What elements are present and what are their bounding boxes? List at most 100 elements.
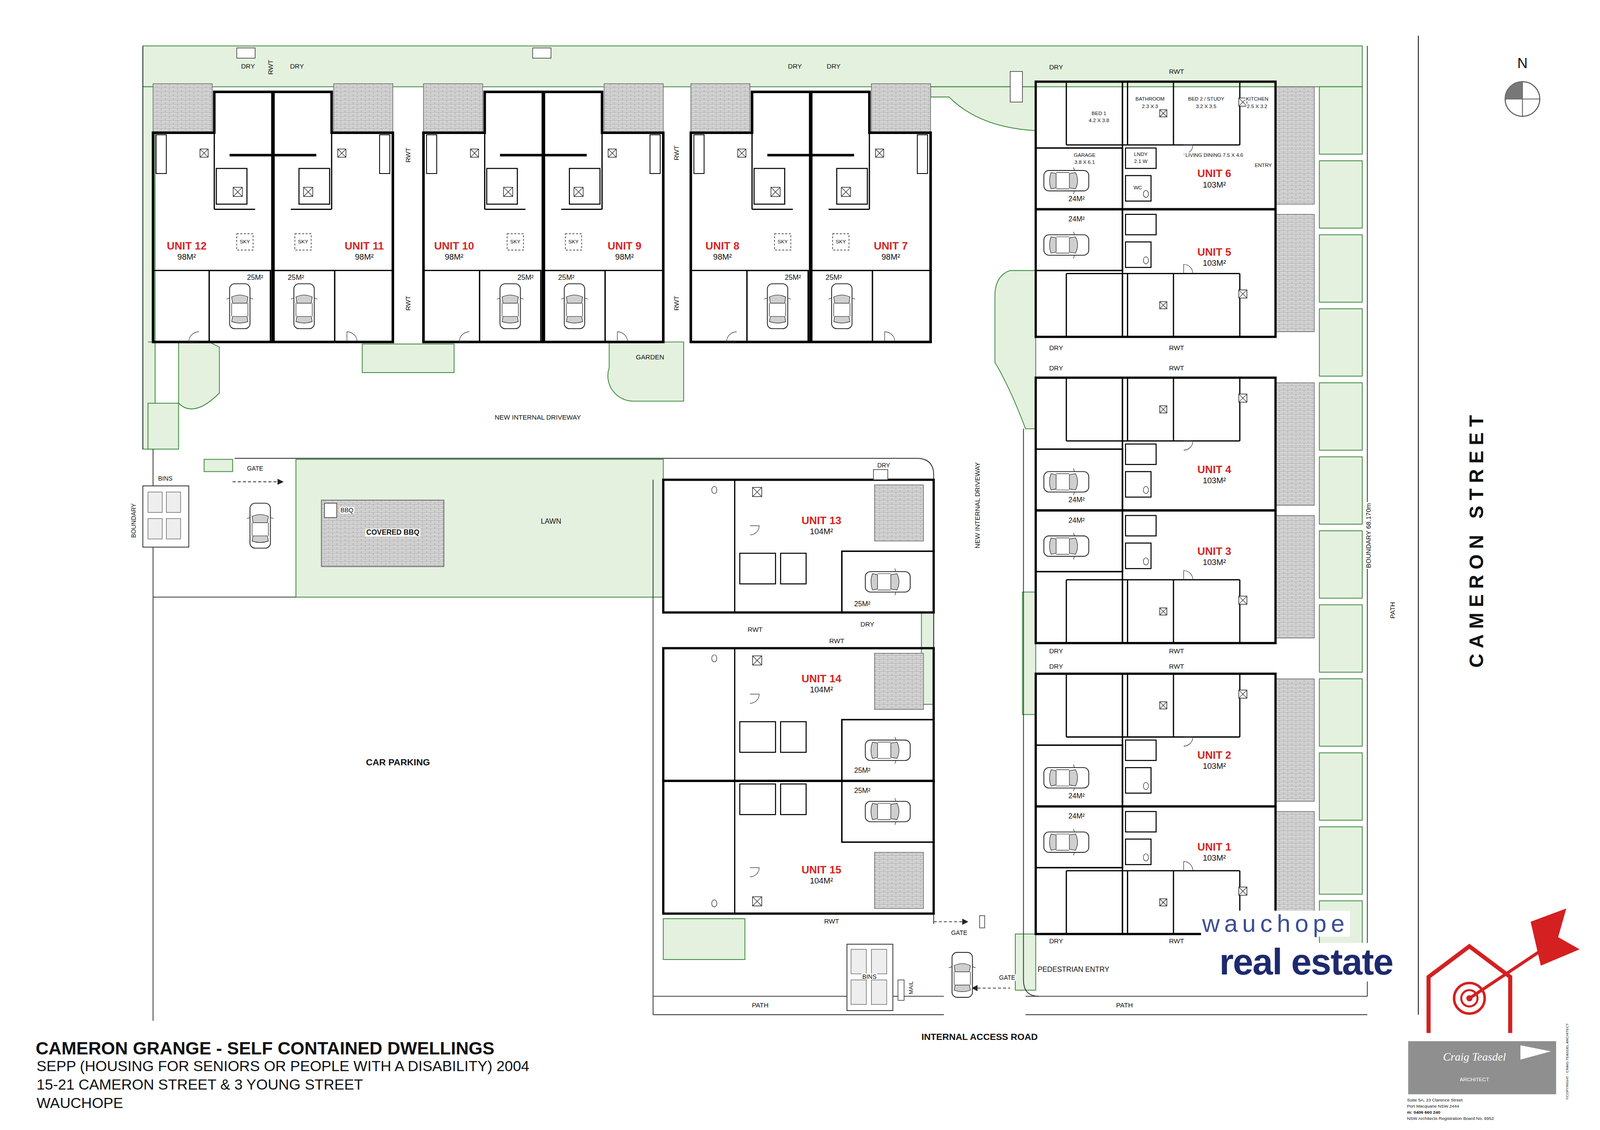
garden-area (608, 341, 685, 402)
wall-line (423, 269, 480, 272)
unit-name: UNIT 3 (1197, 545, 1231, 558)
car-symbol (290, 283, 318, 329)
wall-line (1126, 673, 1129, 737)
unit-name: UNIT 9 (607, 240, 642, 253)
plan-label: DRY (1048, 937, 1065, 945)
car-windscreen (890, 803, 900, 820)
fixture-box (574, 187, 584, 197)
unit-label: UNIT 1298M² (164, 239, 210, 263)
paving (423, 83, 483, 134)
paving (604, 83, 664, 134)
fixture-box (1159, 405, 1167, 413)
car-detail (877, 736, 897, 764)
wall-line (1065, 579, 1068, 644)
car-symbol (1043, 764, 1089, 791)
beam-line (499, 153, 587, 157)
unit-name: UNIT 13 (801, 514, 842, 527)
gate-post (979, 915, 985, 928)
hedge (1319, 826, 1363, 895)
unit-area: 103M² (1197, 475, 1231, 486)
garage (1035, 806, 1123, 868)
garage (543, 270, 605, 343)
unit-area: 103M² (1197, 761, 1231, 772)
unit-area: 98M² (344, 252, 384, 262)
wall-line (1066, 579, 1240, 581)
unit-label: UNIT 898M² (702, 239, 743, 263)
path-edge (653, 1014, 945, 1016)
bin (850, 949, 867, 974)
plan-label: DRY (1048, 647, 1065, 655)
wall-line (1065, 377, 1068, 442)
wall-line (1172, 579, 1175, 644)
bathroom (486, 168, 518, 204)
title: CAMERON GRANGE - SELF CONTAINED DWELLING… (35, 1038, 495, 1058)
toilet (1143, 486, 1149, 494)
bathroom (739, 783, 776, 815)
unit-box: UNIT 2103M² (1035, 673, 1276, 807)
driveway-edge (234, 458, 934, 924)
laundry (1125, 444, 1157, 465)
car-detail (290, 297, 318, 317)
laundry (1125, 214, 1157, 235)
wall-line (868, 132, 871, 210)
unit-label: UNIT 5103M² (1194, 245, 1234, 269)
car-rear-window (954, 984, 971, 992)
step (532, 47, 551, 58)
unit-box: UNIT 1198M² (273, 81, 393, 342)
car-symbol (865, 736, 911, 764)
unit-label: UNIT 998M² (604, 239, 645, 263)
garage (811, 270, 873, 343)
car-windscreen (566, 294, 583, 304)
plan-label: RWT (267, 58, 275, 76)
wall-line (1172, 273, 1175, 337)
car-body (952, 952, 973, 998)
unit-name: UNIT 7 (873, 240, 908, 253)
building-wall (690, 91, 931, 342)
plan-label: ©COPYRIGHT - CRAIG TEASDEL ARCHITECT (1565, 1022, 1570, 1101)
unit-label: UNIT 14104M² (798, 671, 844, 696)
wall-line (484, 208, 526, 210)
car-windscreen (890, 573, 900, 591)
plan-label: RWT (404, 294, 412, 312)
mail-box (897, 979, 905, 1000)
plan-label: real estate (1218, 942, 1394, 982)
fixture-cross (1159, 898, 1167, 906)
beam-line (229, 153, 317, 157)
car-windscreen (890, 742, 900, 759)
plan-label: NSW Architects Registration Board No. 69… (1406, 1115, 1496, 1121)
unit-name: UNIT 14 (801, 672, 842, 685)
car-detail (496, 297, 524, 317)
car-detail (561, 297, 588, 317)
plan-label: 4.2 X 3.8 (1087, 117, 1110, 124)
car-body (1043, 170, 1089, 191)
bin-store (847, 944, 894, 1011)
plan-label: 25M² (246, 273, 265, 282)
plan-label: 24M² (1067, 496, 1086, 504)
unit-area: 103M² (1197, 180, 1231, 190)
covered-bbq (321, 499, 445, 567)
fixture-cross (752, 896, 762, 906)
building-wall (1035, 209, 1276, 337)
car-symbol (764, 283, 791, 329)
plan-label: BATHROOM (1134, 96, 1166, 102)
plan-label: WAUCHOPE (35, 1095, 124, 1111)
bathroom (753, 168, 785, 204)
wc (1125, 471, 1152, 497)
car-windscreen (769, 294, 786, 304)
fixture-cross (1238, 289, 1248, 299)
plan-label: DRY (1048, 365, 1065, 373)
bathroom (836, 168, 868, 204)
plan-label: DRY (1048, 344, 1065, 352)
car-rear-window (1049, 236, 1057, 254)
plan-label: BBQ (339, 506, 355, 514)
car-rear-window (1049, 473, 1057, 490)
building-wall (1035, 510, 1276, 644)
path-edge (1025, 995, 1368, 997)
door-swing (749, 694, 760, 704)
gate-arrow (977, 987, 1010, 989)
wall-line (1066, 272, 1240, 275)
building-wall (663, 647, 934, 781)
paving (690, 83, 750, 134)
plan-label: CAMERON STREET (1466, 409, 1487, 669)
car-body (1043, 767, 1089, 788)
